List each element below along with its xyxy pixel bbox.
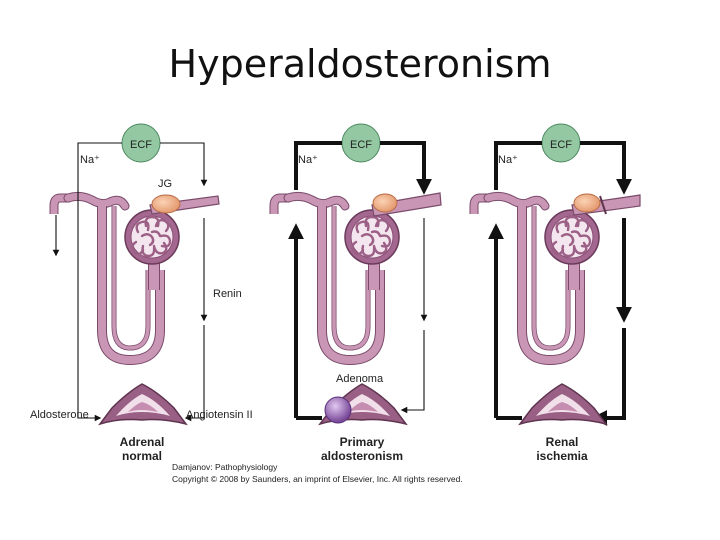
caption-line1: Primary — [340, 435, 385, 449]
nephron-illustration — [474, 196, 599, 360]
nephron-illustration — [274, 196, 399, 360]
sodium-label: Na⁺ — [80, 154, 100, 166]
jg-apparatus — [371, 192, 442, 217]
panel-adrenal-normal: ECF Na⁺ JG Renin Aldosterone Angiotensin… — [30, 123, 253, 463]
jg-apparatus — [571, 193, 641, 216]
jg-label: JG — [158, 178, 172, 190]
ecf-label: ECF — [550, 139, 572, 151]
nephron-illustration — [54, 196, 179, 360]
sodium-label: Na⁺ — [498, 154, 518, 166]
arterial-narrowing — [599, 195, 607, 215]
panel-primary-aldosteronism: ECF Na⁺ Adenoma Primary aldosteronism — [274, 123, 442, 463]
caption-line2: aldosteronism — [321, 449, 403, 463]
ecf-label: ECF — [130, 139, 152, 151]
jg-apparatus — [149, 194, 220, 215]
renin-label: Renin — [213, 288, 242, 300]
aldosterone-label: Aldosterone — [30, 409, 89, 421]
slide-title: Hyperaldosteronism — [168, 42, 552, 86]
thick-feedback-arrows — [488, 141, 632, 426]
caption-line2: normal — [122, 449, 162, 463]
sodium-label: Na⁺ — [298, 154, 318, 166]
adrenal-gland — [99, 383, 187, 425]
credit-line2: Copyright © 2008 by Saunders, an imprint… — [172, 474, 463, 484]
angiotensin-label: Angiotensin II — [186, 409, 253, 421]
credit-line1: Damjanov: Pathophysiology — [172, 462, 278, 472]
adrenal-gland — [519, 383, 607, 425]
adenoma-label: Adenoma — [336, 373, 384, 385]
panel-renal-ischemia: ECF Na⁺ Renal ischemia — [474, 123, 641, 463]
thick-feedback-arrows — [288, 141, 432, 420]
adenoma-nodule — [324, 396, 352, 424]
caption-line1: Renal — [546, 435, 579, 449]
feedback-arrows — [52, 142, 208, 422]
caption-line1: Adrenal — [120, 435, 165, 449]
ecf-label: ECF — [350, 139, 372, 151]
caption-line2: ischemia — [536, 449, 588, 463]
thin-feedback-arrows — [400, 218, 428, 414]
